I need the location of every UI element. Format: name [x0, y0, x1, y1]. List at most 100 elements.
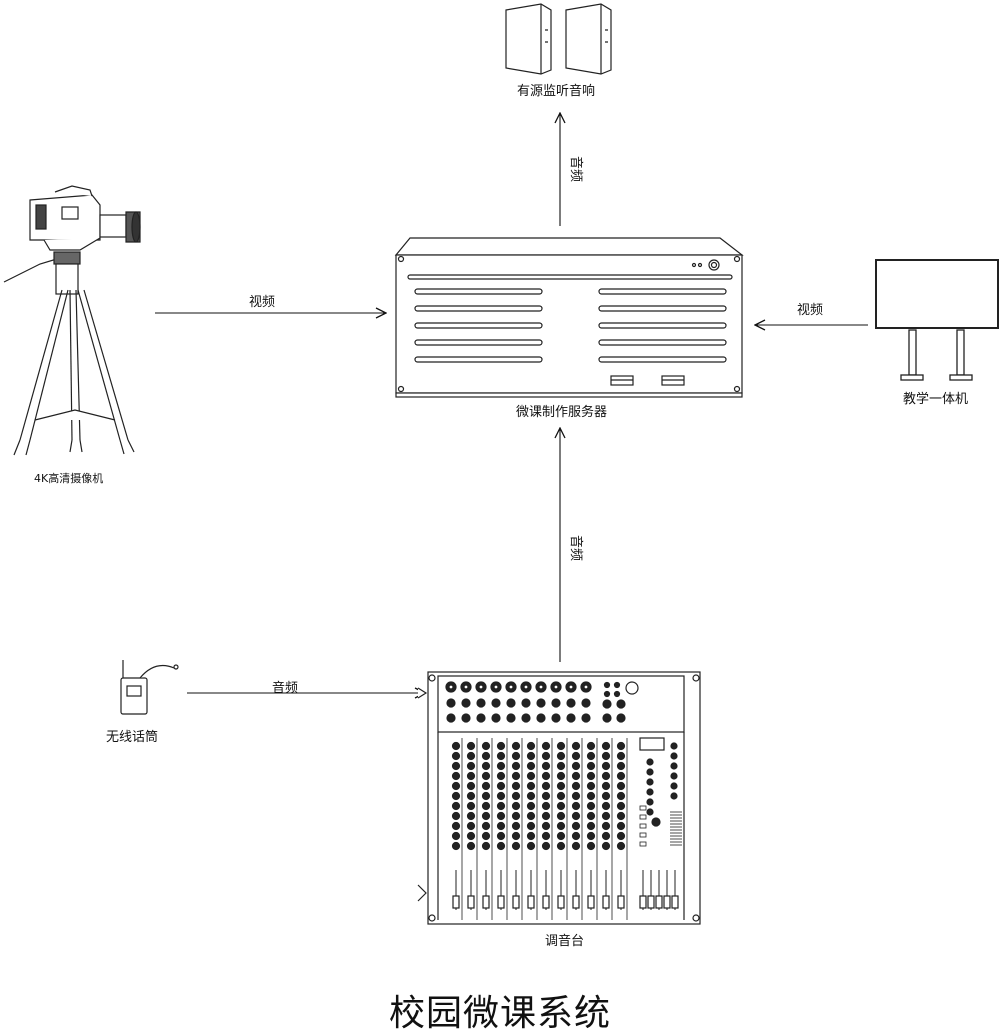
- mixer-part: [496, 841, 506, 851]
- mixer-part: [461, 713, 471, 723]
- mixer-part: [571, 751, 581, 761]
- mixer-part: [571, 801, 581, 811]
- mixer-part: [451, 831, 461, 841]
- mixer-part: [556, 781, 566, 791]
- mixer-part: [523, 684, 529, 690]
- mixer-part: [670, 742, 678, 750]
- mixer-part: [646, 808, 654, 816]
- mixer-part: [541, 821, 551, 831]
- mixer-part: [568, 684, 574, 690]
- mixer-part: [466, 801, 476, 811]
- mixer-part: [571, 771, 581, 781]
- mixer-part: [556, 771, 566, 781]
- mixer-part: [586, 791, 596, 801]
- mixer-part: [491, 713, 501, 723]
- mixer-part: [646, 788, 654, 796]
- mixer-part: [451, 761, 461, 771]
- mixer-part: [602, 699, 612, 709]
- mixer-part: [466, 741, 476, 751]
- mixer-part: [466, 811, 476, 821]
- mixer-part: [586, 801, 596, 811]
- mixer-part: [655, 895, 663, 909]
- mixer-part: [601, 751, 611, 761]
- mixer-part: [482, 895, 490, 909]
- mixer-part: [572, 895, 580, 909]
- mixer-part: [451, 791, 461, 801]
- mixer-part: [466, 831, 476, 841]
- mixer-part: [451, 821, 461, 831]
- camera-label: 4K高清摄像机: [34, 472, 104, 485]
- mixer-part: [506, 698, 516, 708]
- mixer-part: [616, 713, 626, 723]
- mixer-part: [571, 791, 581, 801]
- mixer-part: [526, 811, 536, 821]
- mixer-part: [566, 698, 576, 708]
- mixer-part: [551, 698, 561, 708]
- mixer-part: [647, 895, 655, 909]
- mixer-part: [571, 811, 581, 821]
- mixer-part: [616, 821, 626, 831]
- mixer-part: [581, 713, 591, 723]
- mixer-part: [511, 791, 521, 801]
- mixer-part: [451, 811, 461, 821]
- mixer-part: [671, 895, 679, 909]
- mixer-part: [527, 895, 535, 909]
- all-in-one-display-icon: [875, 259, 999, 381]
- mixer-part: [451, 771, 461, 781]
- mixer-part: [553, 684, 559, 690]
- mixer-part: [586, 831, 596, 841]
- mixer-part: [639, 841, 647, 847]
- mixer-part: [616, 841, 626, 851]
- mixer-part: [541, 751, 551, 761]
- mixer-part: [639, 832, 647, 838]
- mixer-part: [481, 801, 491, 811]
- mixer-part: [571, 741, 581, 751]
- mixer-part: [451, 741, 461, 751]
- mixer-part: [651, 817, 661, 827]
- mixer-part: [556, 741, 566, 751]
- mixer-part: [602, 895, 610, 909]
- mixer-part: [446, 698, 456, 708]
- mixer-part: [551, 713, 561, 723]
- mixer-part: [526, 751, 536, 761]
- mixer-part: [511, 841, 521, 851]
- video-camera-icon: [3, 185, 141, 456]
- mixer-part: [451, 801, 461, 811]
- mixer-part: [451, 751, 461, 761]
- mixer-part: [587, 895, 595, 909]
- mixer-part: [556, 751, 566, 761]
- mixer-part: [583, 684, 589, 690]
- mixer-part: [556, 821, 566, 831]
- mixer-part: [616, 811, 626, 821]
- mixer-part: [481, 821, 491, 831]
- mixer-part: [496, 761, 506, 771]
- mixer-part: [571, 841, 581, 851]
- mixer-part: [478, 684, 484, 690]
- mixer-part: [670, 792, 678, 800]
- mixer-part: [601, 841, 611, 851]
- mixer-part: [541, 761, 551, 771]
- mixer-part: [467, 895, 475, 909]
- mixer-part: [511, 741, 521, 751]
- mixer-part: [556, 761, 566, 771]
- mixer-part: [481, 761, 491, 771]
- mixer-part: [521, 698, 531, 708]
- mixer-part: [511, 751, 521, 761]
- mixer-part: [670, 762, 678, 770]
- mixer-part: [511, 831, 521, 841]
- mixer-part: [446, 713, 456, 723]
- mixer-part: [646, 758, 654, 766]
- mixer-part: [566, 713, 576, 723]
- mixer-part: [496, 831, 506, 841]
- mixer-part: [541, 831, 551, 841]
- mixer-part: [639, 814, 647, 820]
- mixer-part: [476, 698, 486, 708]
- mixer-part: [670, 782, 678, 790]
- mixer-part: [616, 741, 626, 751]
- mixer-part: [536, 698, 546, 708]
- mixer-part: [616, 781, 626, 791]
- mixer-part: [511, 771, 521, 781]
- mixer-part: [466, 781, 476, 791]
- mixer-part: [511, 811, 521, 821]
- mixer-part: [586, 741, 596, 751]
